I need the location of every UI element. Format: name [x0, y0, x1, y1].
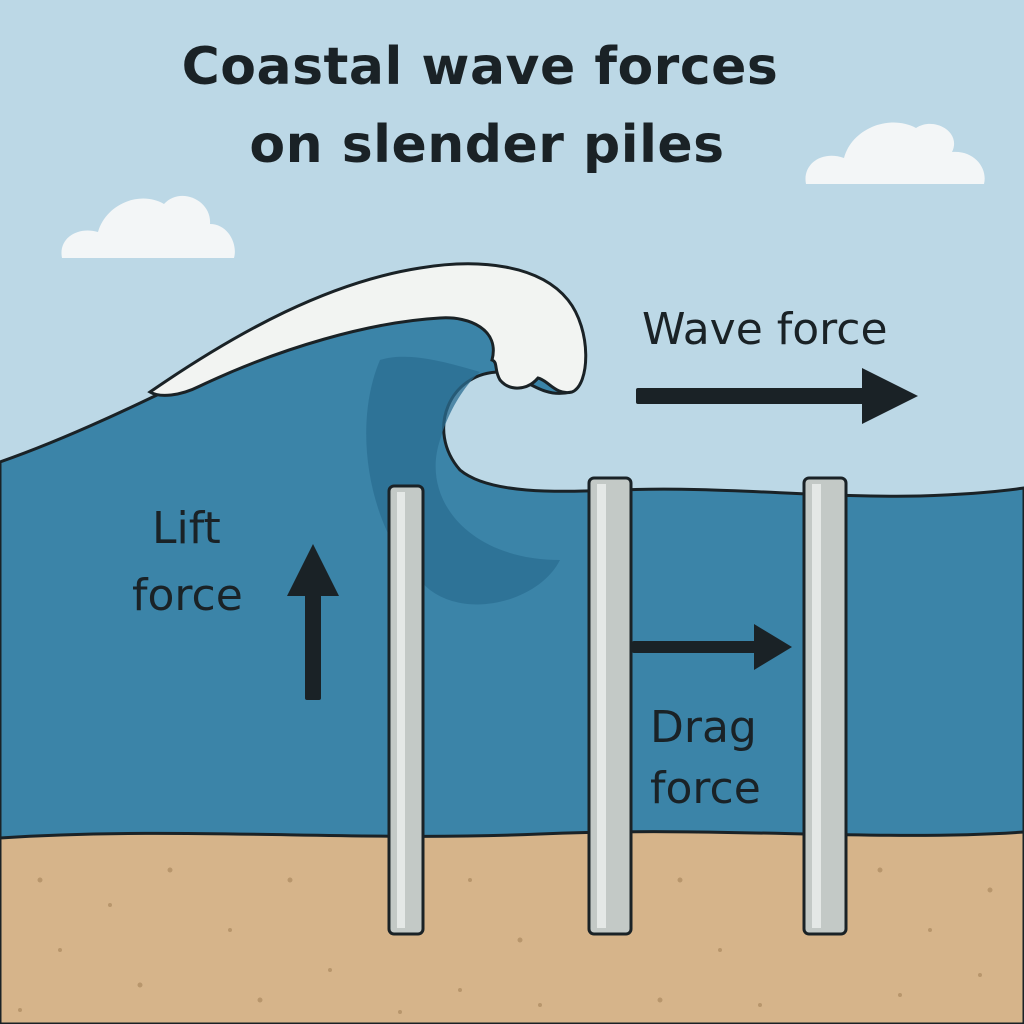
- drag-force-arrow: [632, 624, 792, 670]
- title-line-1: Coastal wave forces: [182, 37, 779, 97]
- wave-force-arrow: [636, 368, 918, 424]
- lift-force-label-line-2: force: [132, 570, 243, 621]
- lift-force-arrow: [287, 544, 339, 700]
- pile-left: [387, 484, 425, 936]
- drag-force-label-line-1: Drag: [650, 702, 757, 753]
- drag-force-label-line-2: force: [650, 763, 761, 814]
- title-line-2: on slender piles: [249, 115, 724, 175]
- lift-force-label-line-1: Lift: [152, 503, 221, 554]
- cloud-right-icon: [805, 122, 985, 184]
- wave-force-label: Wave force: [642, 304, 888, 355]
- pile-right: [802, 476, 848, 936]
- pile-middle: [587, 476, 633, 936]
- sand-speckles: [18, 867, 993, 1014]
- wave-foam-crest: [147, 262, 588, 397]
- sand-floor: [0, 830, 1024, 1024]
- cloud-left-icon: [61, 195, 235, 258]
